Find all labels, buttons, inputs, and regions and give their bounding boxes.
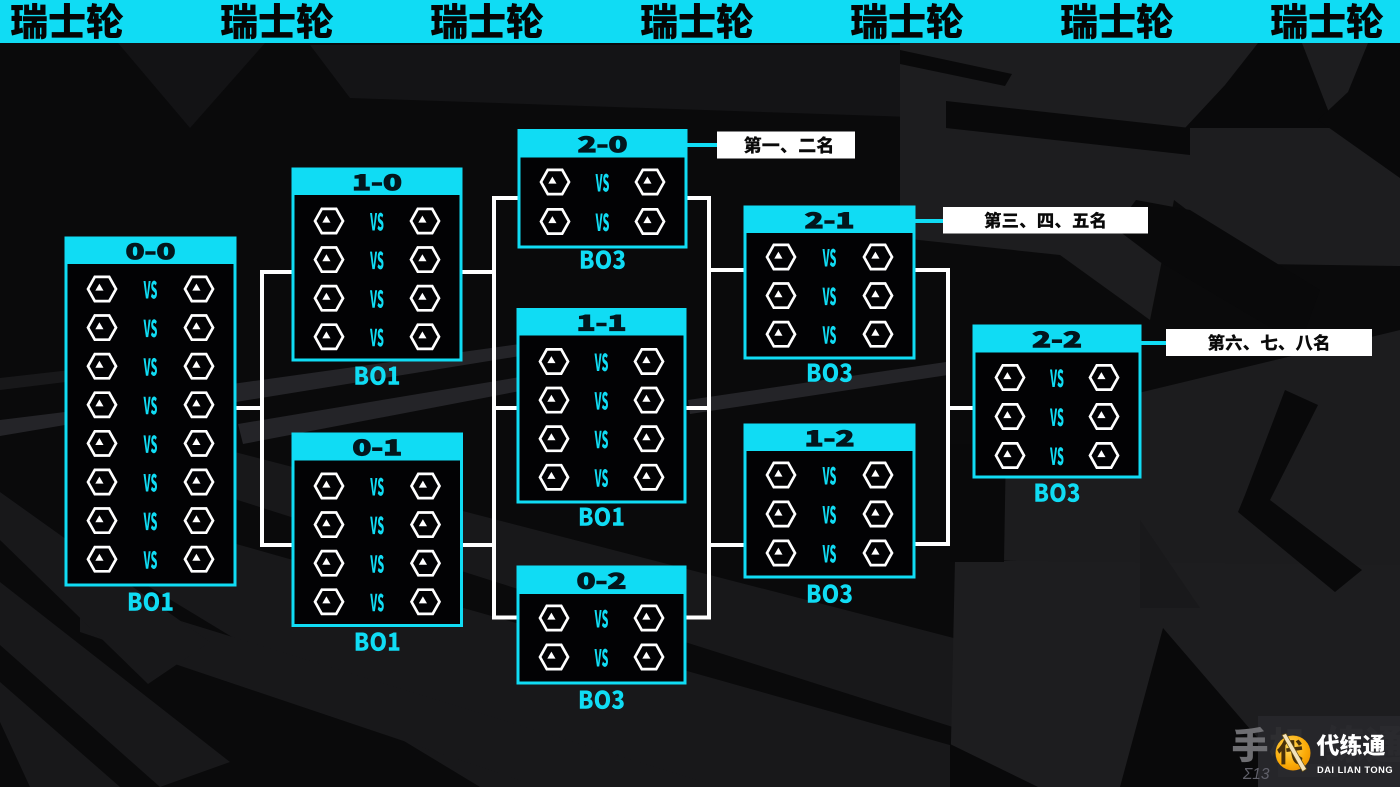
svg-text:DAI LIAN TONG: DAI LIAN TONG	[1317, 765, 1393, 775]
svg-text:Σ13: Σ13	[1242, 766, 1270, 783]
